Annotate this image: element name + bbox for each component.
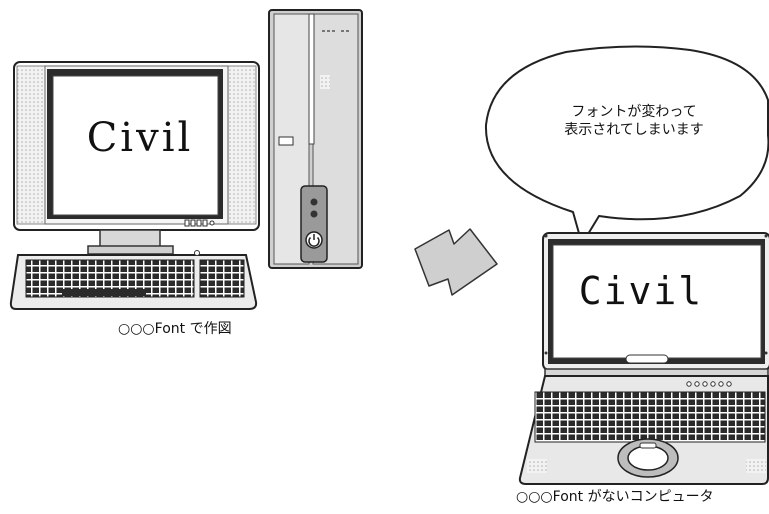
speech-bubble-text: フォントが変わって 表示されてしまいます bbox=[524, 103, 744, 139]
laptop bbox=[518, 232, 769, 485]
speech-bubble bbox=[484, 45, 769, 245]
desktop-keyboard bbox=[9, 250, 258, 310]
desktop-caption: ○○○Font で作図 bbox=[118, 321, 232, 337]
laptop-screen bbox=[552, 244, 762, 359]
touchpad bbox=[627, 445, 669, 471]
laptop-screen-text: Civil bbox=[578, 269, 704, 313]
desktop-screen bbox=[52, 75, 219, 216]
speech-bubble-line-1: フォントが変わって bbox=[571, 104, 697, 120]
laptop-caption: ○○○Font がないコンピュータ bbox=[516, 489, 714, 505]
transition-arrow bbox=[414, 228, 498, 296]
desktop-screen-text: Civil bbox=[86, 115, 194, 161]
speech-bubble-line-2: 表示されてしまいます bbox=[564, 122, 704, 138]
desktop-tower bbox=[268, 9, 363, 269]
desktop-monitor bbox=[13, 61, 260, 255]
